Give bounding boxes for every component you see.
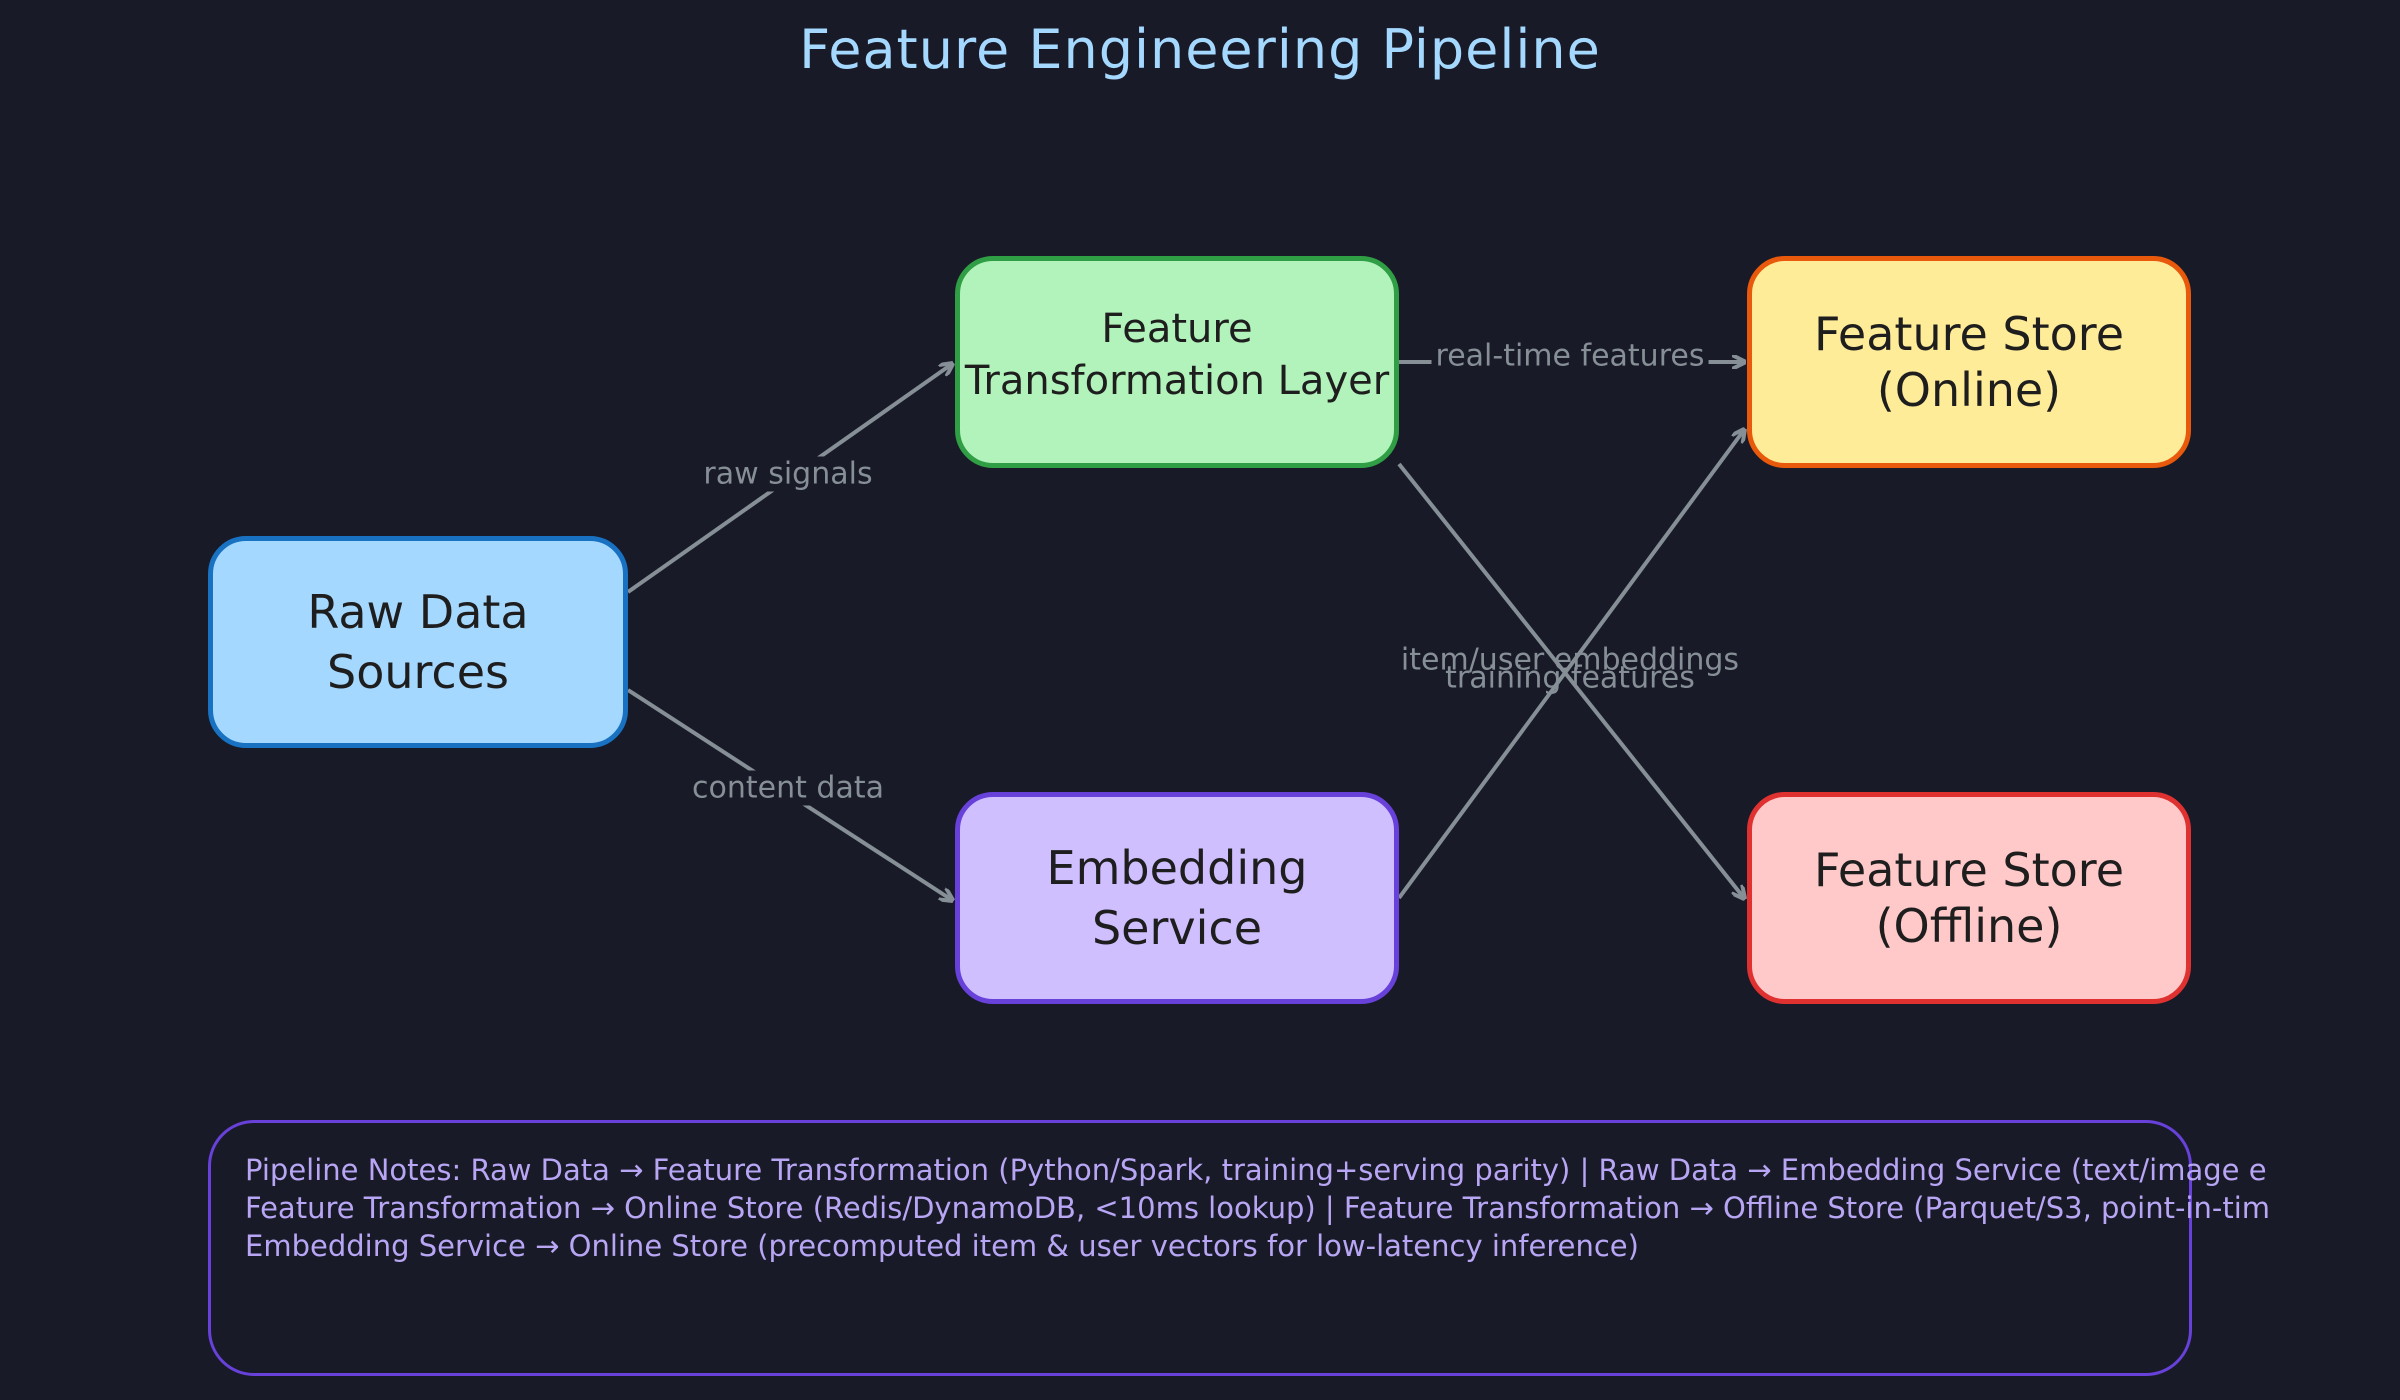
edge-transform-to-offline bbox=[1397, 462, 1744, 898]
edge-label-raw-signals: raw signals bbox=[699, 456, 877, 492]
node-label: Raw Data Sources bbox=[307, 585, 529, 699]
notes-line: Pipeline Notes: Raw Data → Feature Trans… bbox=[245, 1153, 2267, 1187]
node-label: Embedding Service bbox=[1046, 841, 1308, 955]
notes-line: Feature Transformation → Online Store (R… bbox=[245, 1191, 2271, 1225]
diagram-title: Feature Engineering Pipeline bbox=[799, 18, 1601, 81]
node-embedding-service: Embedding Service bbox=[955, 792, 1399, 1004]
notes-line: Embedding Service → Online Store (precom… bbox=[245, 1229, 1639, 1263]
node-feature-store-offline: Feature Store (Offline) bbox=[1747, 792, 2191, 1004]
edge-embed-to-online bbox=[1397, 430, 1744, 900]
node-raw-data-sources: Raw Data Sources bbox=[208, 536, 628, 748]
edge-label-real-time-features: real-time features bbox=[1431, 338, 1709, 374]
node-feature-store-online: Feature Store (Online) bbox=[1747, 256, 2191, 468]
pipeline-notes: Pipeline Notes: Raw Data → Feature Trans… bbox=[208, 1120, 2271, 1376]
node-label: Feature Store (Offline) bbox=[1813, 843, 2125, 953]
node-feature-transformation-layer: Feature Transformation Layer bbox=[955, 256, 1399, 468]
edge-label-content-data: content data bbox=[688, 770, 888, 806]
edge-label-item-user-embeddings: item/user embeddings bbox=[1400, 642, 1740, 678]
node-label: Feature Store (Online) bbox=[1813, 307, 2125, 417]
node-label: Feature Transformation Layer bbox=[964, 306, 1390, 404]
edge-label-training-features: training features bbox=[1445, 660, 1695, 696]
